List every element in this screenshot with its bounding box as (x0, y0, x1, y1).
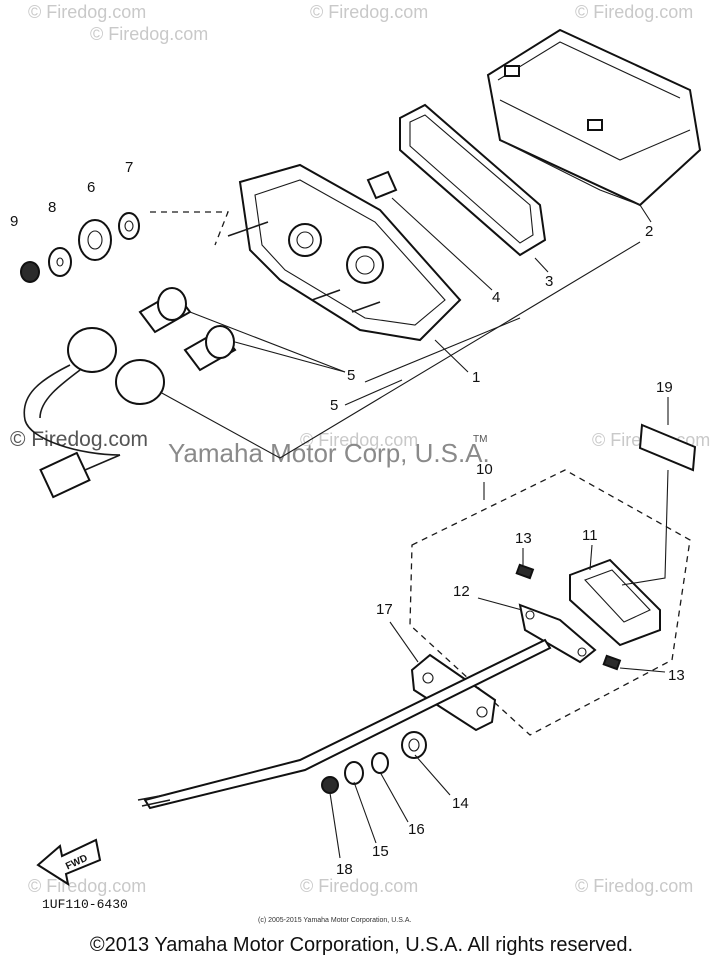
callout-17: 17 (376, 601, 393, 618)
callout-numbers: 1 2 3 4 5 5 6 7 8 9 10 11 12 13 13 14 15… (10, 159, 685, 878)
callout-11: 11 (582, 527, 598, 544)
callout-18: 18 (336, 861, 353, 878)
socket-harness (23, 327, 165, 499)
callout-7: 7 (125, 159, 133, 176)
parts-14-18-fasteners (321, 731, 427, 794)
diagram-code: 1UF110-6430 (42, 897, 128, 912)
watermark-firedog: © Firedog.com (310, 2, 428, 22)
part-4-grommet (366, 170, 398, 200)
license-light-assembly (137, 397, 697, 810)
callout-5b: 5 (330, 397, 338, 414)
watermark-firedog: © Firedog.com (28, 876, 146, 896)
watermark-firedog: © Firedog.com (300, 430, 418, 450)
part-19-label (638, 423, 697, 472)
forward-arrow-icon: FWD (36, 838, 102, 887)
watermark-firedog-mid: © Firedog.com (10, 428, 148, 451)
callout-13b: 13 (668, 667, 685, 684)
small-copyright: (c) 2005-2015 Yamaha Motor Corporation, … (258, 917, 411, 924)
watermark-firedog: © Firedog.com (90, 24, 208, 44)
part-5-bulbs (138, 287, 237, 372)
part-2-lens (486, 28, 702, 207)
callout-4: 4 (492, 289, 500, 306)
footer-copyright: ©2013 Yamaha Motor Corporation, U.S.A. A… (89, 934, 634, 956)
watermark-firedog: © Firedog.com (28, 2, 146, 22)
callout-13a: 13 (515, 530, 532, 547)
parts-6-9-fasteners (20, 212, 140, 283)
callout-19: 19 (656, 379, 673, 396)
callout-14: 14 (452, 795, 469, 812)
watermark-firedog: © Firedog.com (575, 2, 693, 22)
callout-9: 9 (10, 213, 18, 230)
callout-2: 2 (645, 223, 653, 240)
part-3-gasket (399, 103, 547, 257)
watermark-yamaha: Yamaha Motor Corp, U.S.A. (168, 438, 490, 468)
watermark-layer: © Firedog.com © Firedog.com © Firedog.co… (10, 2, 710, 896)
callout-6: 6 (87, 179, 95, 196)
leader-lines-upper (150, 197, 652, 459)
callout-12: 12 (453, 583, 470, 600)
callout-5a: 5 (347, 367, 355, 384)
callout-15: 15 (372, 843, 389, 860)
leader-lines-lower (329, 482, 666, 859)
callout-8: 8 (48, 199, 56, 216)
watermark-firedog: © Firedog.com (575, 876, 693, 896)
part-1-base (227, 163, 462, 342)
callout-3: 3 (545, 273, 553, 290)
callout-1: 1 (472, 369, 480, 386)
watermark-tm: TM (473, 434, 487, 445)
callout-10: 10 (476, 461, 493, 478)
watermark-firedog: © Firedog.com (300, 876, 418, 896)
callout-16: 16 (408, 821, 425, 838)
